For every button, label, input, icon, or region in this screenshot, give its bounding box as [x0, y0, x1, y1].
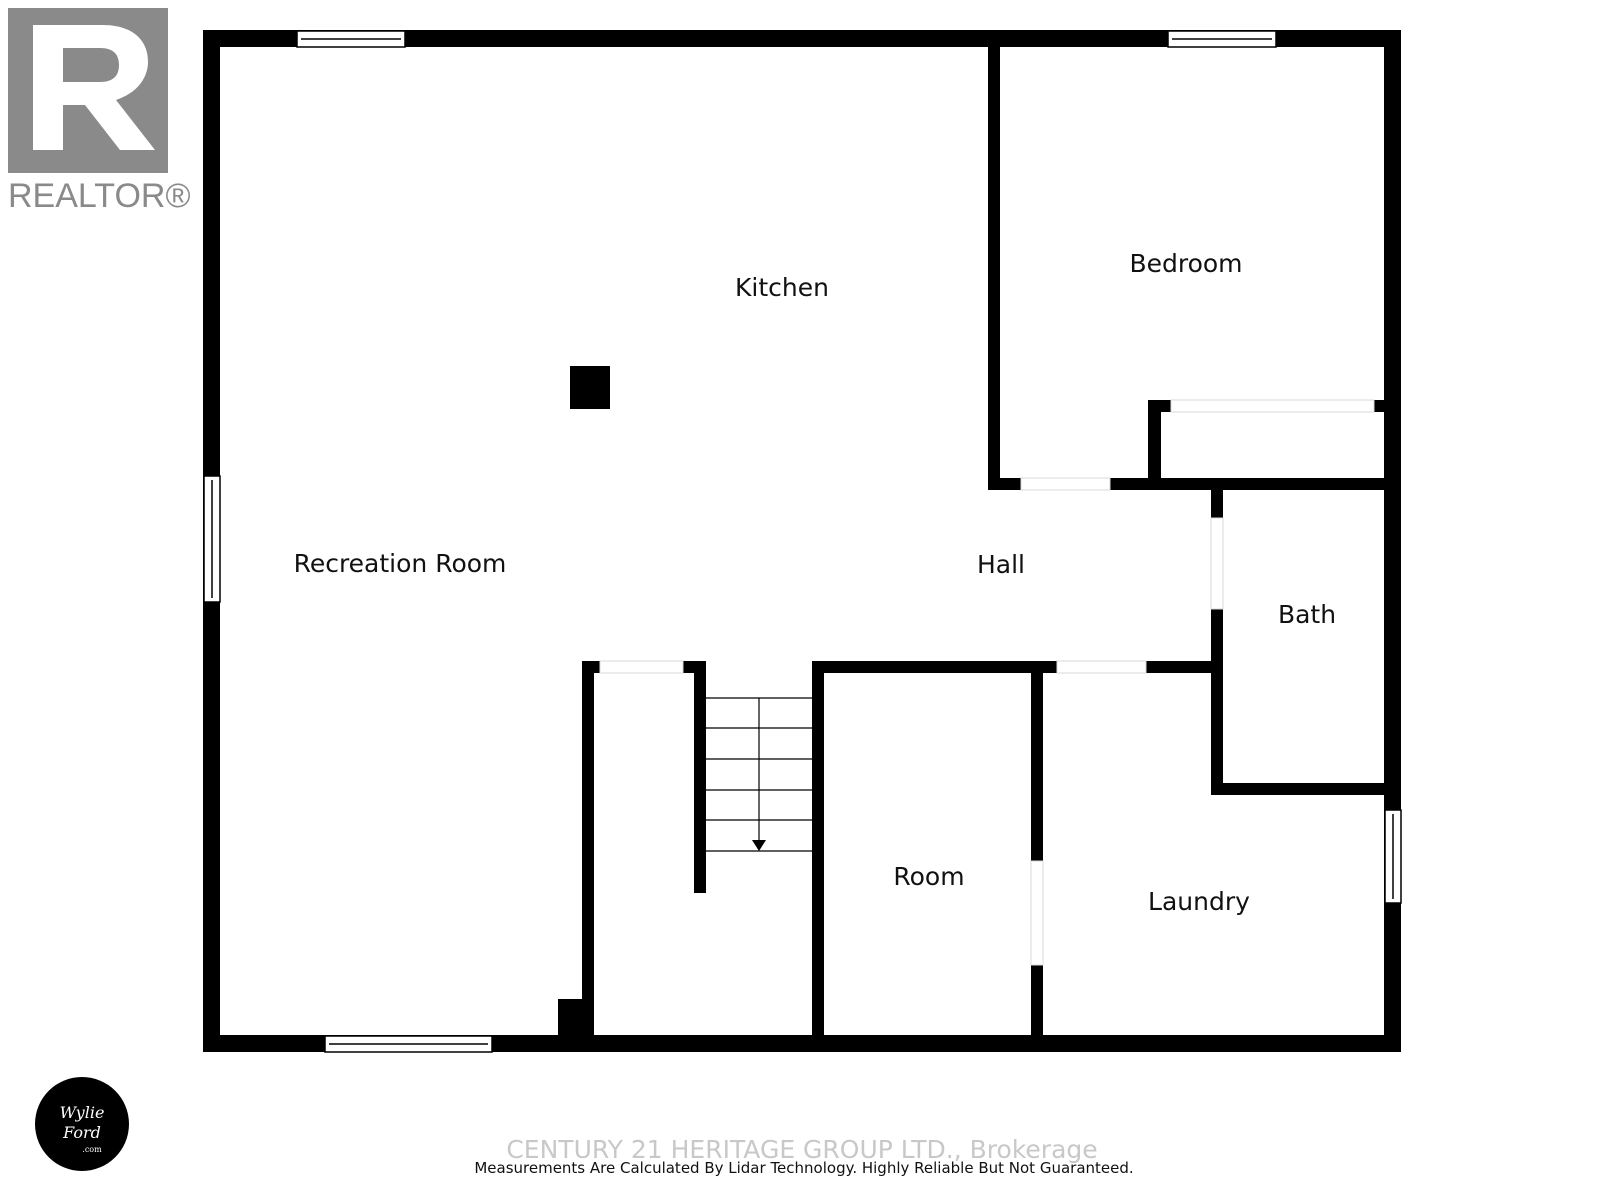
window-left: [203, 475, 221, 603]
closet-wall-top-right: [1374, 400, 1384, 412]
bedroom-wall-bottom-right: [1110, 478, 1384, 490]
outer-wall-right: [1384, 30, 1401, 1052]
support-column: [570, 366, 610, 409]
outer-wall-top: [203, 30, 1401, 47]
bedroom-wall-left: [988, 47, 1000, 490]
window-bottom: [324, 1035, 493, 1053]
brokerage-watermark: CENTURY 21 HERITAGE GROUP LTD., Brokerag…: [506, 1135, 1097, 1164]
room-label-bedroom: Bedroom: [1129, 249, 1242, 278]
closet-wall-top: [1148, 400, 1171, 412]
stair-wall-left: [582, 661, 594, 1045]
staircase: [706, 697, 812, 852]
window-top-right: [1167, 30, 1277, 48]
door-room: [1030, 860, 1044, 966]
stair-wall-inner: [694, 661, 706, 893]
svg-text:.com: .com: [82, 1145, 102, 1154]
room-wall-top-right: [1146, 661, 1216, 673]
room-laundry-wall-upper: [1031, 673, 1043, 861]
measurement-disclaimer: Measurements Are Calculated By Lidar Tec…: [474, 1159, 1133, 1177]
stair-corner-block: [558, 999, 594, 1035]
room-label-hall: Hall: [977, 550, 1025, 579]
stair-wall-top-left: [582, 661, 600, 673]
bedroom-wall-bottom-left: [988, 478, 1021, 490]
door-bath: [1210, 517, 1224, 610]
bath-wall-bottom: [1211, 783, 1384, 795]
walls: [203, 30, 1401, 1052]
stair-down-arrow-icon: [752, 840, 766, 851]
door-bedroom: [1020, 477, 1111, 491]
room-wall-top-left: [812, 661, 1057, 673]
svg-text:Wylie: Wylie: [60, 1103, 105, 1122]
realtor-r-icon: [33, 25, 155, 150]
door-openings: [599, 399, 1375, 966]
door-closet: [1170, 399, 1375, 413]
room-label-room: Room: [893, 862, 964, 891]
wylie-ford-badge: Wylie Ford .com: [35, 1077, 129, 1171]
door-stair: [599, 660, 684, 674]
realtor-wordmark: REALTOR®: [8, 177, 191, 215]
room-laundry-wall-lower: [1031, 965, 1043, 1035]
windows: [203, 30, 1402, 1053]
bath-wall-left-upper: [1211, 488, 1223, 518]
realtor-logo: REALTOR®: [8, 8, 191, 215]
room-wall-left: [812, 661, 824, 1035]
room-label-laundry: Laundry: [1148, 887, 1250, 916]
door-laundry: [1056, 660, 1147, 674]
window-top-left: [296, 30, 406, 48]
svg-text:Ford: Ford: [62, 1123, 101, 1142]
room-label-recreation-room: Recreation Room: [294, 549, 507, 578]
window-right: [1384, 809, 1402, 904]
closet-wall-left: [1148, 400, 1161, 490]
bath-wall-left-lower: [1211, 609, 1223, 795]
outer-wall-bottom: [203, 1035, 1401, 1052]
room-label-bath: Bath: [1278, 600, 1336, 629]
room-label-kitchen: Kitchen: [735, 273, 829, 302]
